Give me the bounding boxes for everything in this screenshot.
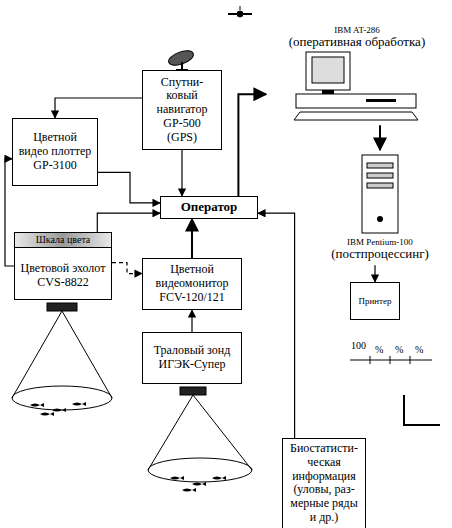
axis-symbol <box>404 395 440 425</box>
connector-arrow <box>112 263 142 274</box>
connector-arrow <box>258 213 295 438</box>
device-box: Цветной видео плоттер GP-3100 <box>12 118 98 186</box>
chart-label: % <box>394 344 404 355</box>
color-scale-band: Шкала цвета <box>15 233 111 248</box>
operator-box: Оператор <box>160 196 258 219</box>
connector-arrow <box>55 98 142 118</box>
node-text: IBM Pentium-100 <box>347 237 413 247</box>
node-text: (оперативная обработка) <box>289 35 425 50</box>
probe-beam <box>148 387 252 492</box>
computer-icon: IBM Pentium-100(постпроцессинг) <box>318 150 442 265</box>
connector-arrow <box>181 150 182 196</box>
chart-label: % <box>414 344 424 355</box>
chart-axis <box>350 356 432 364</box>
connector-arrow <box>379 125 381 150</box>
chart-label: % <box>374 344 384 355</box>
computer-icon: IBM AT-286(оперативная обработка) <box>266 22 448 125</box>
device-box: Цветовой эхолот CVS-8822 Шкала цвета <box>14 232 112 300</box>
node-text: Цветовой эхолот CVS-8822 <box>19 262 107 290</box>
device-box: Спутни- ковый навигатор GP-500 (GPS) <box>142 70 222 150</box>
node-text: (постпроцессинг) <box>331 247 429 262</box>
sonar-beam <box>12 303 112 416</box>
dish-antenna <box>167 48 196 70</box>
node-text: Принтер <box>358 296 391 306</box>
node-text: Оператор <box>181 200 238 215</box>
connector-arrow <box>97 213 160 232</box>
computer-illustration <box>318 153 442 237</box>
device-box: Цветной видеомонитор FCV-120/121 <box>142 258 242 310</box>
node-text: Цветной видеомонитор FCV-120/121 <box>147 263 237 304</box>
node-text: Спутни- ковый навигатор GP-500 (GPS) <box>147 76 217 145</box>
connector-arrow <box>191 310 192 332</box>
connector-arrow <box>98 172 160 202</box>
node-text: Цветной видео плоттер GP-3100 <box>17 131 93 172</box>
printer-box: Принтер <box>350 282 400 320</box>
computer-illustration <box>266 50 448 122</box>
node-text: Шкала цвета <box>36 234 91 246</box>
device-box: Траловый зонд ИГЭК-Супер <box>142 332 242 384</box>
connector-arrow <box>238 94 266 196</box>
node-text: Траловый зонд ИГЭК-Супер <box>147 344 237 372</box>
node-text: IBM AT-286 <box>334 25 379 35</box>
info-box: Биостатисти- ческая информация (уловы, р… <box>282 438 366 528</box>
satellite-symbol <box>228 6 252 17</box>
connector-arrow <box>191 219 193 258</box>
connector-arrow <box>374 265 375 282</box>
chart-label: 100 <box>350 340 367 351</box>
node-text: Биостатисти- ческая информация (уловы, р… <box>287 442 361 525</box>
